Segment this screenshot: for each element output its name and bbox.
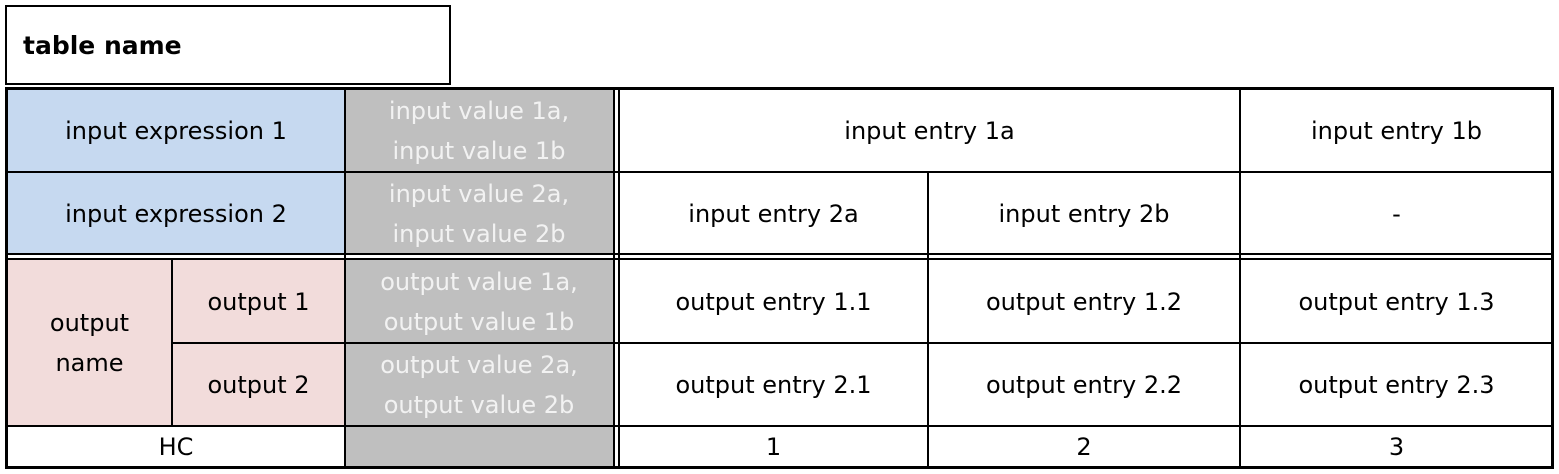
input-expression-1: input expression 1 — [7, 89, 345, 172]
divider-values-rules-a — [613, 87, 615, 469]
output-values-2: output value 2a, output value 2b — [345, 343, 613, 426]
input-entry-2b: input entry 2b — [998, 199, 1170, 228]
output-entry-2-1: output entry 2.1 — [675, 370, 872, 399]
separator-after-input-1 — [5, 171, 1554, 173]
output-values-1: output value 1a, output value 1b — [345, 260, 613, 343]
frame-top — [5, 87, 1554, 90]
output-value-2b: output value 2b — [383, 390, 575, 419]
separator-before-footer — [5, 425, 1554, 427]
rule-number-1: 1 — [765, 432, 782, 461]
output-name: output name — [7, 260, 172, 426]
input-value-1a: input value 1a, — [388, 96, 570, 125]
separator-inputs-outputs-a — [5, 253, 1554, 255]
output-entry-1-3: output entry 1.3 — [1298, 287, 1495, 316]
table-name: table name — [5, 5, 451, 85]
divider-rule-1-2 — [927, 171, 929, 469]
divider-values-rules-b — [618, 87, 620, 469]
divider-after-output-name — [171, 258, 173, 427]
output-component-2: output 2 — [172, 343, 345, 426]
input-value-2a: input value 2a, — [388, 179, 570, 208]
input-value-1b: input value 1b — [392, 136, 566, 165]
input-expression-2: input expression 2 — [7, 172, 345, 255]
divider-before-values — [344, 87, 346, 469]
input-entry-1b: input entry 1b — [1311, 116, 1482, 145]
input-entry-2-dash: - — [1392, 199, 1401, 228]
input-values-1: input value 1a, input value 1b — [345, 89, 613, 172]
table-name-label: table name — [23, 30, 182, 60]
frame-right — [1551, 87, 1554, 469]
frame-bottom — [5, 466, 1554, 469]
input-entry-1a: input entry 1a — [844, 116, 1015, 145]
divider-rule-2-3 — [1239, 87, 1241, 469]
input-value-2b: input value 2b — [392, 219, 566, 248]
rule-number-3: 3 — [1388, 432, 1405, 461]
input-values-2: input value 2a, input value 2b — [345, 172, 613, 255]
output-component-1: output 1 — [172, 260, 345, 343]
output-entry-1-2: output entry 1.2 — [985, 287, 1183, 316]
output-value-1b: output value 1b — [383, 307, 575, 336]
output-entry-1-1: output entry 1.1 — [675, 287, 872, 316]
frame-left — [5, 87, 8, 469]
output-value-2a: output value 2a, — [380, 350, 578, 379]
input-entry-2a: input entry 2a — [688, 199, 859, 228]
output-entry-2-2: output entry 2.2 — [985, 370, 1183, 399]
separator-after-output-1 — [172, 342, 1554, 344]
output-value-1a: output value 1a, — [380, 267, 578, 296]
footer-values-blank — [345, 426, 613, 467]
rule-number-2: 2 — [1076, 432, 1092, 461]
separator-inputs-outputs-b — [5, 258, 1554, 260]
hit-policy: HC — [158, 432, 194, 461]
output-entry-2-3: output entry 2.3 — [1298, 370, 1495, 399]
